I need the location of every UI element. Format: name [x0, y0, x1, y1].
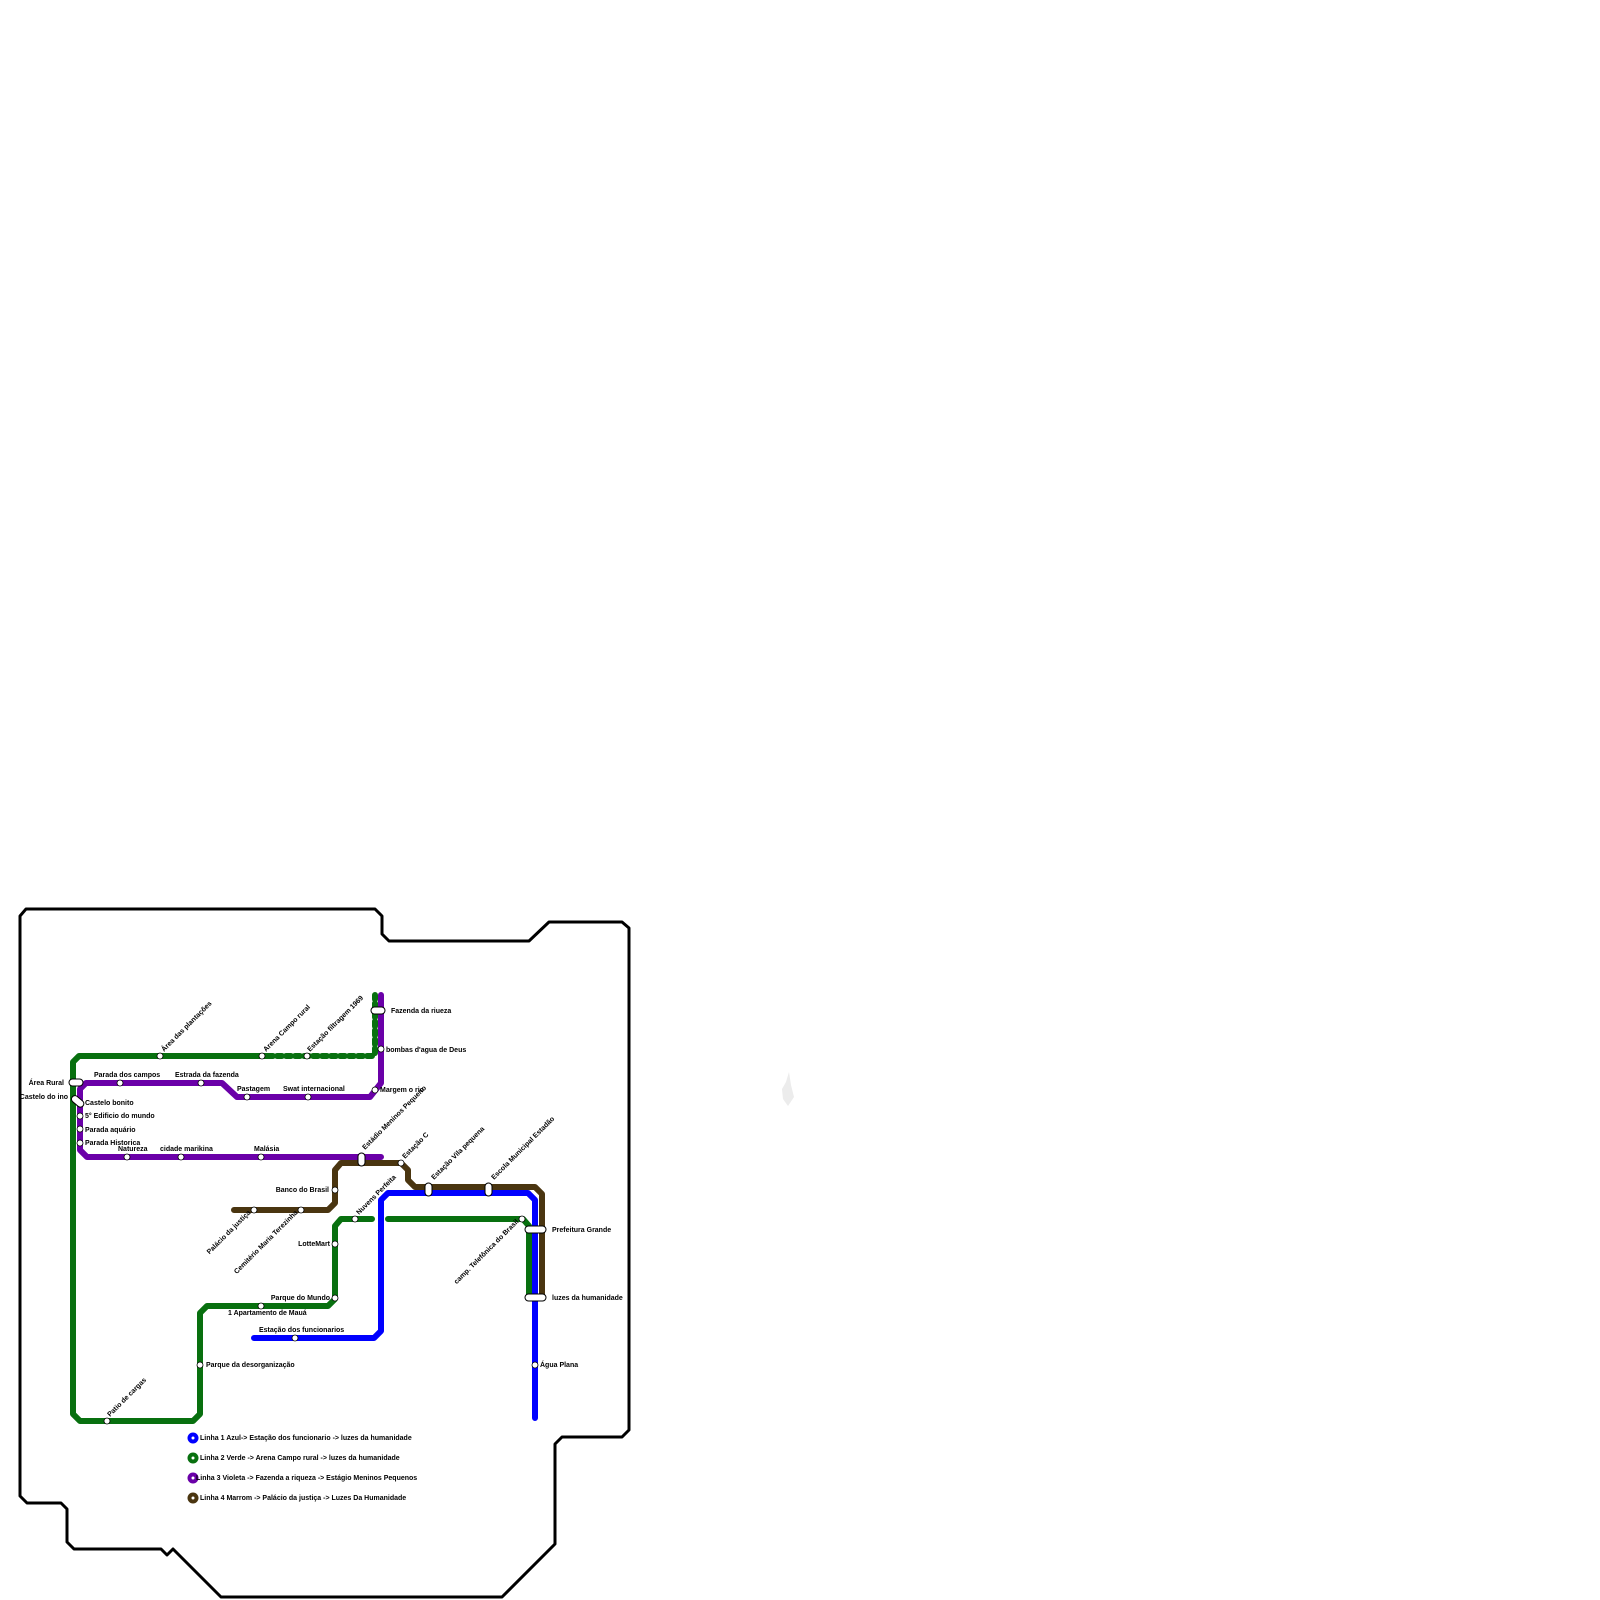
blue-line — [251, 1190, 538, 1421]
station-quinto-edificio[interactable] — [76, 1112, 84, 1120]
label-escola-municipal: Escola Municipal Estadão — [490, 1116, 556, 1182]
label-palacio-da-justica: Palácio da justiça — [206, 1209, 253, 1256]
station-malasia[interactable] — [257, 1153, 265, 1161]
label-apartamento-maua: 1 Apartamento de Mauá — [228, 1310, 307, 1317]
station-apartamento-maua[interactable] — [257, 1302, 265, 1310]
station-swat-internacional[interactable] — [304, 1093, 312, 1101]
label-fazenda-da-riqueza: Fazenda da riueza — [391, 1008, 451, 1015]
label-castelo-bonito: Castelo bonito — [85, 1100, 134, 1107]
station-estacao-c[interactable] — [397, 1159, 405, 1167]
label-parque-da-desorganizacao: Parque da desorganização — [206, 1362, 295, 1369]
legend-swatch-dot — [191, 1436, 195, 1440]
station-estrada-da-fazenda[interactable] — [197, 1079, 205, 1087]
label-estacao-dos-funcionarios: Estação dos funcionarios — [259, 1327, 344, 1334]
city-boundary — [18, 907, 631, 1599]
station-estacao-filtragem[interactable] — [303, 1052, 311, 1060]
legend-label-blue: Linha 1 Azul-> Estação dos funcionario -… — [200, 1435, 412, 1442]
interchange-estacao-vila-pequena[interactable] — [424, 1182, 433, 1197]
station-margem-o-rio[interactable] — [371, 1086, 379, 1094]
station-parada-aquario[interactable] — [76, 1125, 84, 1133]
label-patio-de-cargas: Patio de cargas — [106, 1377, 148, 1419]
station-nuvens-perfeita[interactable] — [351, 1215, 359, 1223]
interchange-area-rural[interactable] — [68, 1078, 84, 1087]
station-cemiterio[interactable] — [297, 1206, 305, 1214]
interchanges — [68, 1006, 547, 1302]
station-lottemart[interactable] — [331, 1240, 339, 1248]
legend-label-brown: Linha 4 Marrom -> Palácio da justiça -> … — [200, 1495, 406, 1502]
label-natureza: Natureza — [118, 1146, 148, 1153]
station-agua-plana[interactable] — [531, 1361, 539, 1369]
label-cidade-marikina: cidade marikina — [160, 1146, 213, 1153]
label-lottemart: LotteMart — [298, 1241, 331, 1248]
label-estrada-da-fazenda: Estrada da fazenda — [175, 1072, 239, 1079]
label-pastagem: Pastagem — [237, 1086, 270, 1093]
label-castelo-do-ino: Castelo do ino — [20, 1094, 68, 1101]
legend: Linha 1 Azul-> Estação dos funcionario -… — [187, 1432, 417, 1504]
legend-swatch-dot — [191, 1456, 195, 1460]
label-estacao-filtragem: Estação filtragem 1969 — [306, 995, 365, 1054]
station-estacao-dos-funcionarios[interactable] — [291, 1334, 299, 1342]
legend-label-green: Linha 2 Verde -> Arena Campo rural -> lu… — [200, 1455, 400, 1462]
interchange-luzes-da-humanidade[interactable] — [524, 1293, 547, 1302]
station-parada-dos-campos[interactable] — [116, 1079, 124, 1087]
station-cidade-marikina[interactable] — [177, 1153, 185, 1161]
station-parque-do-mundo[interactable] — [331, 1294, 339, 1302]
label-quinto-edificio: 5° Edificio do mundo — [85, 1112, 155, 1120]
label-area-rural: Área Rural — [29, 1078, 64, 1087]
legend-item-blue: Linha 1 Azul-> Estação dos funcionario -… — [187, 1432, 412, 1444]
station-patio-de-cargas[interactable] — [103, 1417, 111, 1425]
legend-swatch-dot — [191, 1476, 195, 1480]
station-pastagem[interactable] — [243, 1093, 251, 1101]
label-parada-dos-campos: Parada dos campos — [94, 1072, 160, 1079]
label-area-das-plantacoes: Área das plantações — [159, 999, 214, 1054]
station-banco-do-brasil[interactable] — [331, 1186, 339, 1194]
legend-item-green: Linha 2 Verde -> Arena Campo rural -> lu… — [187, 1452, 400, 1464]
label-luzes-da-humanidade: luzes da humanidade — [552, 1295, 623, 1302]
label-estacao-c: Estação C — [401, 1132, 430, 1161]
label-swat-internacional: Swat internacional — [283, 1086, 345, 1093]
label-arena-campo-rural: Arena Campo rural — [262, 1004, 312, 1054]
label-bombas-dagua: bombas d'agua de Deus — [386, 1047, 466, 1054]
label-agua-plana: Água Plana — [540, 1360, 578, 1369]
station-palacio-da-justica[interactable] — [250, 1206, 258, 1214]
station-natureza[interactable] — [123, 1153, 131, 1161]
label-malasia: Malásia — [254, 1146, 279, 1153]
label-camp-telefonica: camp. Telefônica do Brasil — [453, 1218, 520, 1285]
station-camp-telefonica[interactable] — [518, 1215, 526, 1223]
label-parada-aquario: Parada aquário — [85, 1127, 136, 1134]
legend-item-brown: Linha 4 Marrom -> Palácio da justiça -> … — [187, 1492, 406, 1504]
legend-swatch-dot — [191, 1496, 195, 1500]
interchange-fazenda-da-riqueza[interactable] — [370, 1006, 386, 1015]
interchange-estadio-meninos[interactable] — [357, 1152, 366, 1167]
label-parque-do-mundo: Parque do Mundo — [271, 1295, 330, 1302]
label-parada-historica: Parada Historica — [85, 1140, 140, 1147]
label-margem-o-rio: Margem o rio — [380, 1087, 424, 1094]
interchange-escola-municipal[interactable] — [484, 1182, 493, 1197]
station-bombas-dagua[interactable] — [377, 1045, 385, 1053]
station-parada-historica[interactable] — [76, 1139, 84, 1147]
brown-line — [231, 1160, 545, 1301]
station-area-das-plantacoes[interactable] — [156, 1052, 164, 1060]
legend-item-violet: Linha 3 Violeta -> Fazenda a riqueza -> … — [187, 1472, 417, 1484]
label-prefeitura-grande: Prefeitura Grande — [552, 1227, 611, 1234]
stations — [76, 1045, 539, 1425]
grey-mark — [782, 1072, 794, 1106]
label-estacao-vila-pequena: Estação Vila pequena — [430, 1126, 486, 1182]
station-parque-da-desorganizacao[interactable] — [196, 1361, 204, 1369]
label-banco-do-brasil: Banco do Brasil — [276, 1187, 329, 1194]
station-arena-campo-rural[interactable] — [258, 1052, 266, 1060]
interchange-castelo-do-ino[interactable] — [70, 1094, 85, 1108]
legend-label-violet: Linha 3 Violeta -> Fazenda a riqueza -> … — [196, 1475, 417, 1482]
interchange-prefeitura-grande[interactable] — [524, 1225, 547, 1234]
